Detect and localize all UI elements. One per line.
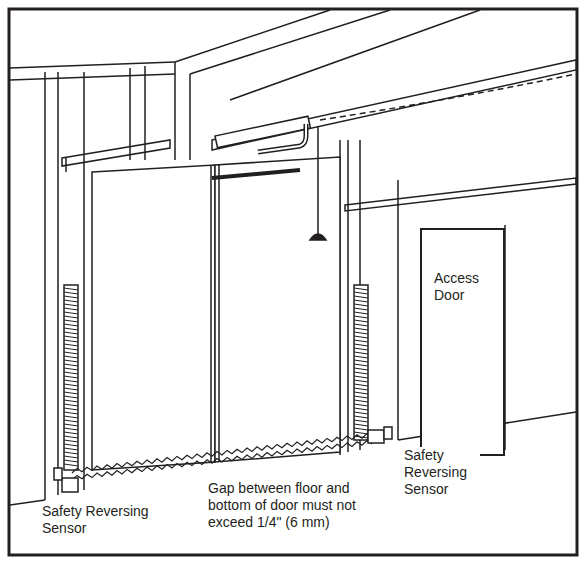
- door-jambs: [10, 72, 360, 505]
- spring-coil: [64, 428, 78, 430]
- spring-coil: [64, 336, 78, 338]
- spring-coil: [64, 372, 78, 374]
- spring-coil: [64, 332, 78, 334]
- spring-coil: [354, 372, 368, 374]
- spring-coil: [64, 460, 78, 462]
- spring-coil: [64, 412, 78, 414]
- spring-coil: [64, 288, 78, 290]
- spring-coil: [354, 316, 368, 318]
- spring-coil: [354, 356, 368, 358]
- spring-coil: [64, 356, 78, 358]
- spring-coil: [64, 400, 78, 402]
- spring-coil: [354, 296, 368, 298]
- spring-coil: [354, 384, 368, 386]
- spring-coil: [64, 396, 78, 398]
- spring-coil: [354, 336, 368, 338]
- spring-coil: [354, 396, 368, 398]
- spring-coil: [354, 348, 368, 350]
- spring-coil: [64, 308, 78, 310]
- spring-coil: [64, 316, 78, 318]
- floor-gap: [72, 434, 372, 480]
- gap-line: [72, 441, 372, 480]
- garage-door: [92, 157, 340, 470]
- spring-coil: [354, 300, 368, 302]
- spring-coil: [354, 320, 368, 322]
- spring-coil: [64, 448, 78, 450]
- spring-coil: [64, 312, 78, 314]
- spring-coil: [354, 424, 368, 426]
- frame: [9, 9, 577, 555]
- spring-coil: [64, 444, 78, 446]
- spring-coil: [64, 352, 78, 354]
- spring-coil: [64, 348, 78, 350]
- spring-coil: [64, 420, 78, 422]
- spring-coil: [64, 344, 78, 346]
- spring-coil: [354, 308, 368, 310]
- spring-coil: [354, 312, 368, 314]
- spring-coil: [64, 416, 78, 418]
- spring-coil: [64, 452, 78, 454]
- spring-coil: [354, 420, 368, 422]
- spring-coil: [64, 300, 78, 302]
- spring-coil: [64, 328, 78, 330]
- spring-coil: [64, 380, 78, 382]
- spring-coil: [354, 304, 368, 306]
- spring-coil: [354, 400, 368, 402]
- spring-coil: [64, 384, 78, 386]
- spring-coil: [64, 424, 78, 426]
- spring-coil: [64, 360, 78, 362]
- spring-coil: [64, 304, 78, 306]
- spring-coil: [354, 344, 368, 346]
- spring-coil: [64, 432, 78, 434]
- spring-coil: [354, 328, 368, 330]
- spring-coil: [354, 392, 368, 394]
- spring-coil: [64, 436, 78, 438]
- door-label: Access Door: [434, 270, 486, 304]
- spring-coil: [64, 296, 78, 298]
- spring-coil: [354, 288, 368, 290]
- spring-coil: [354, 432, 368, 434]
- spring-coil: [354, 352, 368, 354]
- spring-coil: [354, 404, 368, 406]
- spring-coil: [64, 408, 78, 410]
- spring-coil: [354, 416, 368, 418]
- spring-coil: [354, 340, 368, 342]
- spring-coil: [354, 428, 368, 430]
- spring-coil: [354, 360, 368, 362]
- sensor-label: Safety Reversing Sensor: [40, 503, 166, 537]
- spring-coil: [64, 376, 78, 378]
- spring-coil: [64, 404, 78, 406]
- gap-line: [72, 434, 372, 473]
- spring-coil: [354, 324, 368, 326]
- spring-coil: [64, 324, 78, 326]
- spring-coil: [64, 440, 78, 442]
- spring-coil: [354, 332, 368, 334]
- spring-coil: [64, 364, 78, 366]
- spring-coil: [64, 392, 78, 394]
- spring-coil: [354, 292, 368, 294]
- spring-coil: [354, 408, 368, 410]
- spring-coil: [354, 380, 368, 382]
- spring-coil: [64, 456, 78, 458]
- gap-note: Gap between floor and bottom of door mus…: [206, 480, 378, 531]
- spring-coil: [64, 320, 78, 322]
- spring-coil: [354, 364, 368, 366]
- ceiling-framing: [10, 10, 480, 160]
- spring-coil: [64, 368, 78, 370]
- spring-coil: [354, 388, 368, 390]
- access-door: Access Door: [420, 228, 505, 456]
- spring-coil: [64, 464, 78, 466]
- spring-coil: [354, 376, 368, 378]
- spring-coil: [64, 340, 78, 342]
- sensor-label: Safety Reversing Sensor: [402, 447, 480, 498]
- spring-coil: [354, 412, 368, 414]
- spring-coil: [64, 388, 78, 390]
- spring-coil: [64, 292, 78, 294]
- spring-coil: [354, 368, 368, 370]
- opener-rail: [212, 60, 576, 240]
